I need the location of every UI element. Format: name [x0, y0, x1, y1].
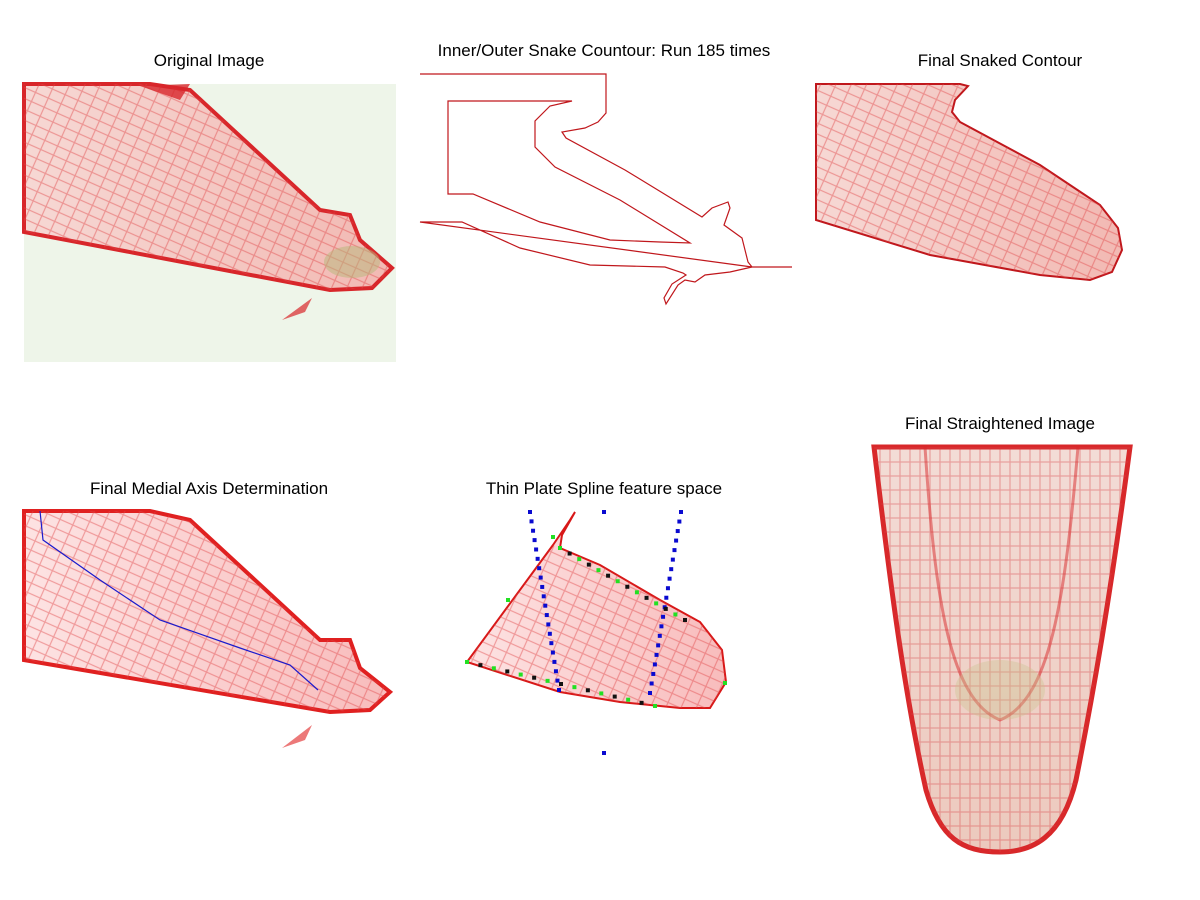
control-point — [532, 538, 537, 543]
landmark-point — [612, 694, 617, 699]
control-point — [602, 510, 606, 514]
landmark-point — [572, 685, 577, 690]
landmark-point — [644, 595, 649, 600]
landmark-point — [625, 584, 630, 589]
control-point — [675, 529, 680, 534]
control-point — [538, 575, 543, 580]
control-point — [667, 576, 672, 581]
landmark-point — [723, 681, 727, 685]
landmark-point — [654, 601, 659, 606]
landmark-point — [653, 704, 657, 708]
control-point — [555, 678, 560, 683]
landmark-point — [606, 573, 611, 578]
landmark-point — [673, 612, 678, 617]
landmark-point — [596, 568, 601, 573]
control-point — [674, 538, 679, 543]
landmark-point — [545, 678, 550, 683]
control-point — [661, 614, 666, 619]
control-point — [543, 603, 548, 608]
control-point — [664, 595, 669, 600]
control-point — [672, 548, 677, 553]
original-image — [22, 82, 396, 362]
control-point — [557, 688, 561, 692]
landmark-point — [634, 590, 639, 595]
landmark-point — [558, 546, 562, 550]
landmark-point — [505, 669, 510, 674]
medial-axis-title: Final Medial Axis Determination — [89, 479, 329, 498]
landmark-point — [586, 562, 591, 567]
control-point — [541, 594, 546, 599]
control-point — [553, 669, 558, 674]
control-point — [547, 631, 552, 636]
final-snaked-title: Final Snaked Contour — [917, 51, 1083, 70]
inner-snake-contour — [447, 100, 693, 244]
landmark-point — [683, 618, 687, 622]
control-point — [534, 547, 539, 552]
landmark-point — [577, 557, 582, 562]
landmark-point — [663, 606, 668, 611]
final-snaked-image — [815, 83, 1124, 282]
landmark-point — [599, 691, 604, 696]
control-point — [546, 622, 551, 627]
straightened-image — [871, 444, 1133, 855]
tps-title: Thin Plate Spline feature space — [485, 479, 723, 498]
control-point — [670, 557, 675, 562]
control-point — [552, 659, 557, 664]
medial-axis-line — [39, 510, 319, 691]
control-point — [531, 528, 536, 533]
landmark-point — [532, 675, 537, 680]
landmark-point — [465, 660, 469, 664]
landmark-point — [491, 666, 496, 671]
control-point — [652, 662, 657, 667]
control-point — [665, 586, 670, 591]
landmark-point — [478, 663, 483, 668]
landmark-point — [567, 551, 572, 556]
control-point — [537, 566, 542, 571]
control-point — [651, 671, 656, 676]
outer-snake-contour — [419, 73, 792, 306]
original-image-title: Original Image — [153, 51, 265, 70]
landmark-point — [585, 688, 590, 693]
control-point — [654, 652, 659, 657]
control-point — [544, 613, 549, 618]
landmark-point — [518, 672, 523, 677]
control-point — [528, 510, 532, 514]
control-point — [540, 584, 545, 589]
snake-contour-plot — [419, 73, 792, 306]
control-point — [648, 691, 652, 695]
control-point — [656, 643, 661, 648]
control-point — [677, 519, 682, 524]
control-point — [549, 641, 554, 646]
control-point — [535, 556, 540, 561]
tps-feature-space — [465, 510, 728, 755]
control-point — [679, 510, 683, 514]
control-point — [657, 633, 662, 638]
control-point — [649, 681, 654, 686]
medial-axis-image — [22, 509, 394, 748]
straightened-title: Final Straightened Image — [905, 414, 1095, 433]
control-point — [669, 567, 674, 572]
landmark-point — [506, 598, 510, 602]
control-point — [659, 624, 664, 629]
snake-contour-title: Inner/Outer Snake Countour: Run 185 time… — [437, 41, 771, 60]
landmark-point — [559, 682, 563, 686]
control-point — [602, 751, 606, 755]
control-point — [529, 519, 534, 524]
landmark-point — [615, 579, 620, 584]
landmark-point — [551, 535, 555, 539]
landmark-point — [626, 697, 631, 702]
control-point — [550, 650, 555, 655]
landmark-point — [639, 700, 644, 705]
